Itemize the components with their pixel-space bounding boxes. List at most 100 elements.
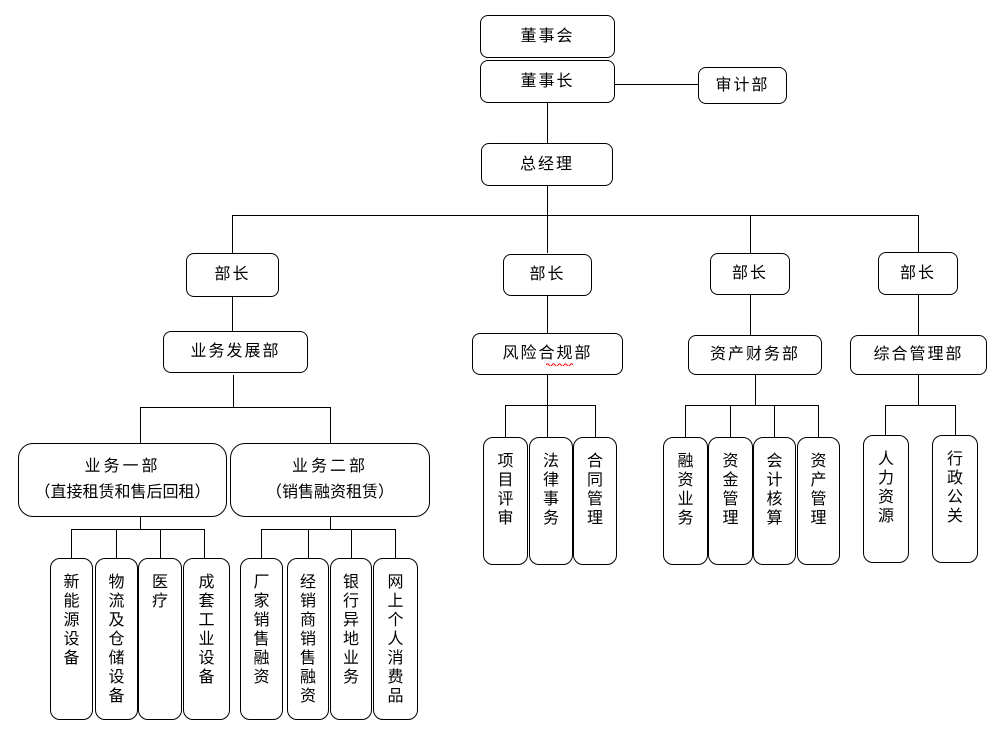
spellcheck-underline: [546, 363, 573, 366]
node-contract-mgmt-label: 合同管理: [586, 453, 603, 527]
node-general-manager-label: 总经理: [519, 155, 574, 173]
connector-bizdev-horizontal: [140, 407, 331, 408]
node-fund-mgmt: 资金管理: [708, 437, 753, 565]
connector-drop-dealer: [308, 529, 309, 558]
node-accounting-label: 会计核算: [766, 453, 783, 527]
node-audit-label: 审计部: [715, 76, 770, 94]
node-industrial-complete-sets-label: 成套工业设备: [198, 574, 215, 686]
node-legal-affairs-label: 法律事务: [542, 453, 559, 527]
node-financing-business: 融资业务: [663, 437, 708, 565]
node-business-dev: 业务发展部: [163, 331, 308, 373]
connector-drop-adminpr: [955, 405, 956, 436]
node-minister-2-label: 部长: [529, 266, 566, 284]
node-industrial-complete-sets: 成套工业设备: [183, 558, 230, 720]
node-legal-affairs: 法律事务: [529, 437, 573, 565]
node-general-admin-label: 综合管理部: [873, 346, 964, 364]
node-minister-2: 部长: [503, 254, 592, 296]
node-financing-business-label: 融资业务: [677, 453, 694, 527]
connector-minister1-dept: [232, 297, 233, 333]
node-minister-4: 部长: [878, 252, 958, 295]
connector-bizdev-down: [233, 375, 234, 407]
connector-drop-industrial: [204, 529, 205, 558]
connector-genadmin-horizontal: [885, 405, 955, 406]
connector-drop-bank: [351, 529, 352, 558]
connector-unit1-down: [140, 517, 141, 529]
node-human-resources-label: 人力资源: [877, 451, 894, 525]
node-admin-public-relations: 行政公关: [932, 435, 978, 563]
connector-drop-legal: [547, 405, 548, 437]
node-minister-3-label: 部长: [731, 265, 768, 283]
node-asset-finance-label: 资产财务部: [709, 346, 800, 364]
node-human-resources: 人力资源: [863, 435, 909, 563]
node-contract-mgmt: 合同管理: [573, 437, 617, 565]
node-dealer-sales-financing: 经销商销售融资: [287, 558, 329, 720]
node-manufacturer-sales-financing-label: 厂家销售融资: [253, 574, 270, 686]
node-logistics-warehousing-label: 物流及仓储设备: [108, 574, 125, 705]
node-dealer-sales-financing-label: 经销商销售融资: [299, 574, 316, 705]
connector-drop-new-energy: [71, 529, 72, 558]
node-medical-label: 医疗: [151, 574, 168, 610]
node-bank-remote-business-label: 银行异地业务: [342, 574, 359, 686]
node-asset-mgmt-label: 资产管理: [810, 453, 827, 527]
node-minister-4-label: 部长: [899, 264, 936, 282]
node-risk-compliance-label: 风险合规部: [502, 345, 593, 363]
node-business-unit-1-title: 业务一部: [84, 458, 161, 475]
connector-risk-horizontal: [505, 405, 596, 406]
node-minister-1-label: 部长: [214, 266, 251, 284]
node-business-unit-1-subtitle: （直接租赁和售后回租）: [34, 484, 211, 501]
connector-minister2-dept: [547, 296, 548, 333]
connector-drop-project-review: [505, 405, 506, 437]
connector-drop-financing: [685, 405, 686, 437]
node-board-label: 董事会: [520, 27, 575, 45]
connector-drop-unit2: [330, 407, 331, 443]
node-online-personal-consumer-label: 网上个人消费品: [387, 574, 404, 705]
connector-minister3-dept: [750, 295, 751, 335]
connector-drop-medical: [160, 529, 161, 558]
connector-drop-contract: [595, 405, 596, 437]
node-minister-3: 部长: [710, 253, 790, 295]
node-asset-finance: 资产财务部: [688, 335, 822, 375]
connector-gm-down: [547, 186, 548, 215]
node-business-unit-2-title: 业务二部: [291, 458, 368, 475]
connector-minister4-dept: [918, 295, 919, 335]
node-new-energy-label: 新能源设备: [63, 574, 80, 667]
connector-drop-online: [395, 529, 396, 558]
node-medical: 医疗: [138, 558, 182, 720]
node-business-dev-label: 业务发展部: [190, 343, 281, 361]
node-bank-remote-business: 银行异地业务: [330, 558, 372, 720]
node-project-review: 项目评审: [483, 437, 528, 565]
connector-drop-accounting: [774, 405, 775, 437]
connector-drop-minister1: [232, 215, 233, 253]
connector-drop-logistics: [116, 529, 117, 558]
connector-risk-down: [547, 375, 548, 405]
connector-drop-minister3: [750, 215, 751, 253]
node-business-unit-2: 业务二部 （销售融资租赁）: [230, 443, 430, 517]
node-audit: 审计部: [698, 67, 787, 104]
node-general-manager: 总经理: [481, 143, 613, 186]
connector-drop-fund: [730, 405, 731, 437]
node-new-energy: 新能源设备: [50, 558, 93, 720]
node-business-unit-1: 业务一部 （直接租赁和售后回租）: [18, 443, 227, 517]
node-accounting: 会计核算: [753, 437, 796, 565]
connector-chairman-audit: [615, 84, 698, 85]
connector-assetfin-horizontal: [685, 405, 818, 406]
node-admin-public-relations-label: 行政公关: [946, 451, 963, 525]
connector-drop-manufacturer: [261, 529, 262, 558]
connector-drop-assetmgmt: [818, 405, 819, 437]
connector-assetfin-down: [755, 375, 756, 405]
connector-unit1-horizontal: [71, 529, 205, 530]
connector-drop-hr: [885, 405, 886, 436]
node-chairman: 董事长: [480, 60, 615, 103]
node-asset-mgmt: 资产管理: [797, 437, 840, 565]
node-project-review-label: 项目评审: [497, 453, 514, 527]
connector-main-horizontal: [232, 215, 919, 216]
connector-unit2-down: [330, 517, 331, 529]
connector-unit2-horizontal: [261, 529, 396, 530]
node-logistics-warehousing: 物流及仓储设备: [95, 558, 138, 720]
node-board: 董事会: [480, 15, 615, 58]
node-general-admin: 综合管理部: [850, 335, 987, 375]
connector-drop-minister4: [918, 215, 919, 253]
node-risk-compliance: 风险合规部: [472, 333, 623, 375]
node-chairman-label: 董事长: [520, 72, 575, 90]
